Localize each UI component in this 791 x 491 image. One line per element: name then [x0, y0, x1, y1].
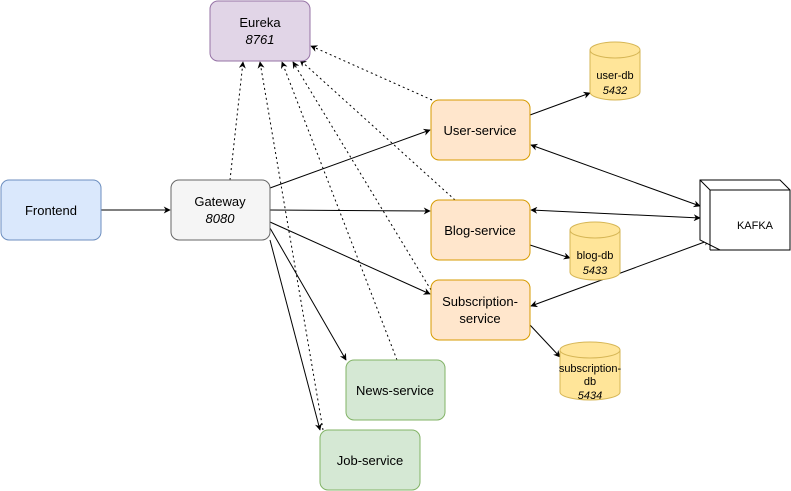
eureka-port: 8761 [246, 32, 275, 47]
gateway-label: Gateway [194, 194, 246, 209]
news-service-box [345, 359, 446, 421]
link-user-kafka [530, 143, 701, 208]
news-service-label: News-service [356, 383, 434, 398]
link-gateway-eureka [229, 61, 246, 181]
link-blog-blogdb [529, 244, 571, 260]
link-gateway-job [269, 239, 322, 431]
subscription-service-box [430, 279, 531, 341]
subscription-db-port: 5434 [578, 390, 602, 402]
blog-db-rim [569, 229, 621, 239]
frontend-node[interactable]: Frontend [0, 179, 102, 241]
link-subscription-kafka [530, 238, 711, 308]
link-gateway-user [269, 128, 431, 189]
user-db-label: user-db [596, 70, 633, 82]
gateway-port: 8080 [206, 211, 236, 226]
link-subscription-eureka [292, 61, 432, 291]
job-service-box [319, 429, 421, 491]
user-db-rim [589, 49, 641, 59]
link-news-eureka [281, 61, 398, 361]
link-gateway-subscription [269, 221, 431, 295]
subscription-service-label-line2: service [459, 311, 500, 326]
subscription-service-label-line1: Subscription- [442, 294, 518, 309]
blog-db-label: blog-db [577, 250, 614, 262]
eureka-box [209, 0, 311, 62]
request-links [101, 91, 711, 431]
subscription-db-label-line2: db [584, 376, 596, 388]
blog-service-box [430, 199, 531, 261]
user-service-node[interactable]: User-service [430, 99, 531, 161]
subscription-service-node[interactable]: Subscription- service [430, 279, 531, 341]
blog-service-label: Blog-service [444, 223, 516, 238]
kafka-cube [699, 179, 791, 251]
frontend-label: Frontend [25, 203, 77, 218]
subscription-db-rim [559, 349, 621, 359]
link-gateway-blog [269, 207, 431, 215]
eureka-registration-links [229, 45, 456, 431]
eureka-node[interactable]: Eureka 8761 [209, 0, 311, 62]
user-db-port: 5432 [603, 85, 627, 97]
news-service-node[interactable]: News-service [345, 359, 446, 421]
frontend-box [0, 179, 102, 241]
user-service-label: User-service [444, 123, 517, 138]
link-user-userdb [529, 91, 591, 116]
kafka-node[interactable]: KAFKA [699, 179, 791, 251]
link-blog-kafka [530, 206, 701, 222]
blog-db-node[interactable]: blog-db 5433 [569, 221, 621, 281]
link-user-eureka [310, 45, 433, 101]
link-subscription-subscriptiondb [529, 324, 561, 358]
blog-service-node[interactable]: Blog-service [430, 199, 531, 261]
gateway-box [170, 179, 271, 241]
subscription-db-label-line1: subscription- [559, 363, 622, 375]
job-service-node[interactable]: Job-service [319, 429, 421, 491]
gateway-node[interactable]: Gateway 8080 [170, 179, 271, 241]
kafka-cube-edges [699, 179, 790, 251]
user-db-node[interactable]: user-db 5432 [589, 41, 641, 101]
link-job-eureka [257, 61, 324, 431]
link-gateway-news [269, 227, 347, 361]
job-service-label: Job-service [337, 453, 403, 468]
user-service-box [430, 99, 531, 161]
blog-db-port: 5433 [583, 265, 608, 277]
subscription-db-node[interactable]: subscription- db 5434 [559, 341, 622, 402]
kafka-label: KAFKA [737, 220, 774, 232]
eureka-label: Eureka [239, 15, 281, 30]
